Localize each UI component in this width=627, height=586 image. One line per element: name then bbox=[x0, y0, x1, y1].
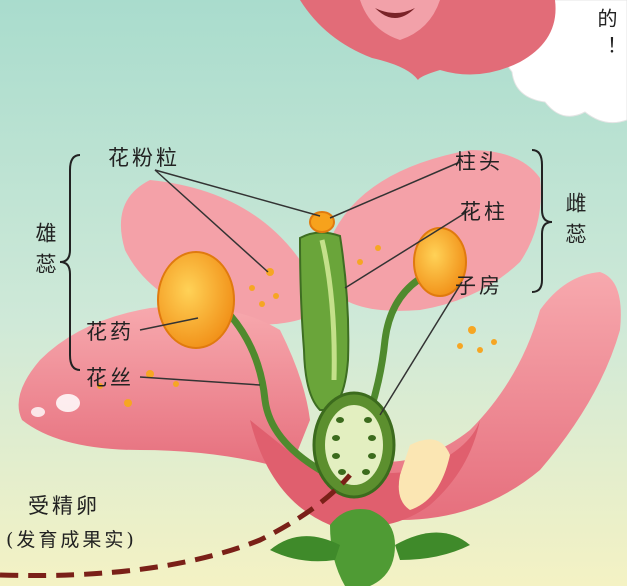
label-fertilized-note: (发育成果实) bbox=[6, 525, 137, 552]
label-filament: 花丝 bbox=[86, 362, 134, 392]
water-drop-1 bbox=[56, 394, 80, 412]
label-style: 花柱 bbox=[460, 196, 508, 226]
label-stamen: 雄蕊 bbox=[30, 222, 60, 284]
label-pistil: 雌蕊 bbox=[560, 192, 590, 254]
sepal-center bbox=[330, 509, 395, 586]
label-anther: 花药 bbox=[86, 316, 134, 346]
label-pollen: 花粉粒 bbox=[108, 142, 180, 172]
ovary-inner bbox=[325, 405, 383, 485]
anther-left bbox=[158, 252, 234, 348]
label-fertilized-egg: 受精卵 bbox=[28, 490, 100, 520]
label-stigma: 柱头 bbox=[455, 146, 503, 176]
speech-bubble-text: 的！ bbox=[592, 8, 621, 64]
label-ovary: 子房 bbox=[455, 270, 503, 300]
water-drop-2 bbox=[31, 407, 45, 417]
stigma bbox=[310, 212, 334, 232]
